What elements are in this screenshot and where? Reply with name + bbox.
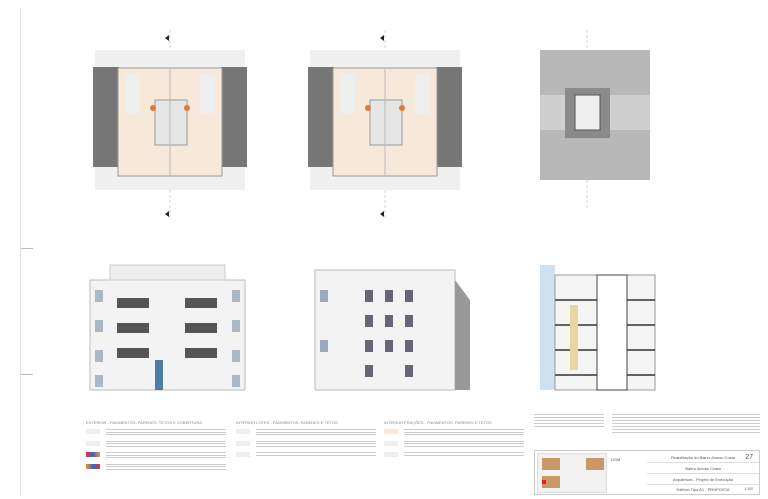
floor-plan-1 — [93, 30, 247, 220]
drawing-title: Edifício Tipo A1 - PROPOSTA — [676, 487, 730, 492]
legend-interior-fracoes: INTERIOR FRAÇÕES - PAVIMENTOS, PAREDES E… — [384, 420, 524, 461]
notes-right — [612, 412, 760, 435]
scale: 1:100 — [744, 487, 753, 491]
elevation-rear — [314, 269, 470, 391]
logo: DGM — [611, 457, 621, 462]
project-name: Reabilitação do Bairro Alonso Costa — [647, 452, 759, 463]
legend-interior-lotes: INTERIOR LOTES - PAVIMENTOS, PAREDES E T… — [236, 420, 376, 461]
fold-mark — [21, 374, 33, 375]
title-block: DGM Reabilitação do Bairro Alonso Costa … — [534, 450, 760, 495]
fold-mark — [21, 248, 33, 249]
notes-left — [534, 412, 604, 429]
roof-plan — [540, 30, 650, 210]
floor-plan-2 — [308, 30, 462, 220]
sheet-number: 27 — [745, 454, 753, 461]
phase: Arquitetura - Projeto de Execução — [647, 474, 759, 485]
section — [540, 265, 656, 391]
key-plan — [537, 453, 607, 493]
legend-exterior: EXTERIOR - PAVIMENTOS, PAREDES, TETOS E … — [86, 420, 226, 475]
location: Bairro Alonso Costa — [647, 463, 759, 474]
elevation-front — [89, 264, 246, 391]
drawing-sheet — [20, 8, 760, 496]
